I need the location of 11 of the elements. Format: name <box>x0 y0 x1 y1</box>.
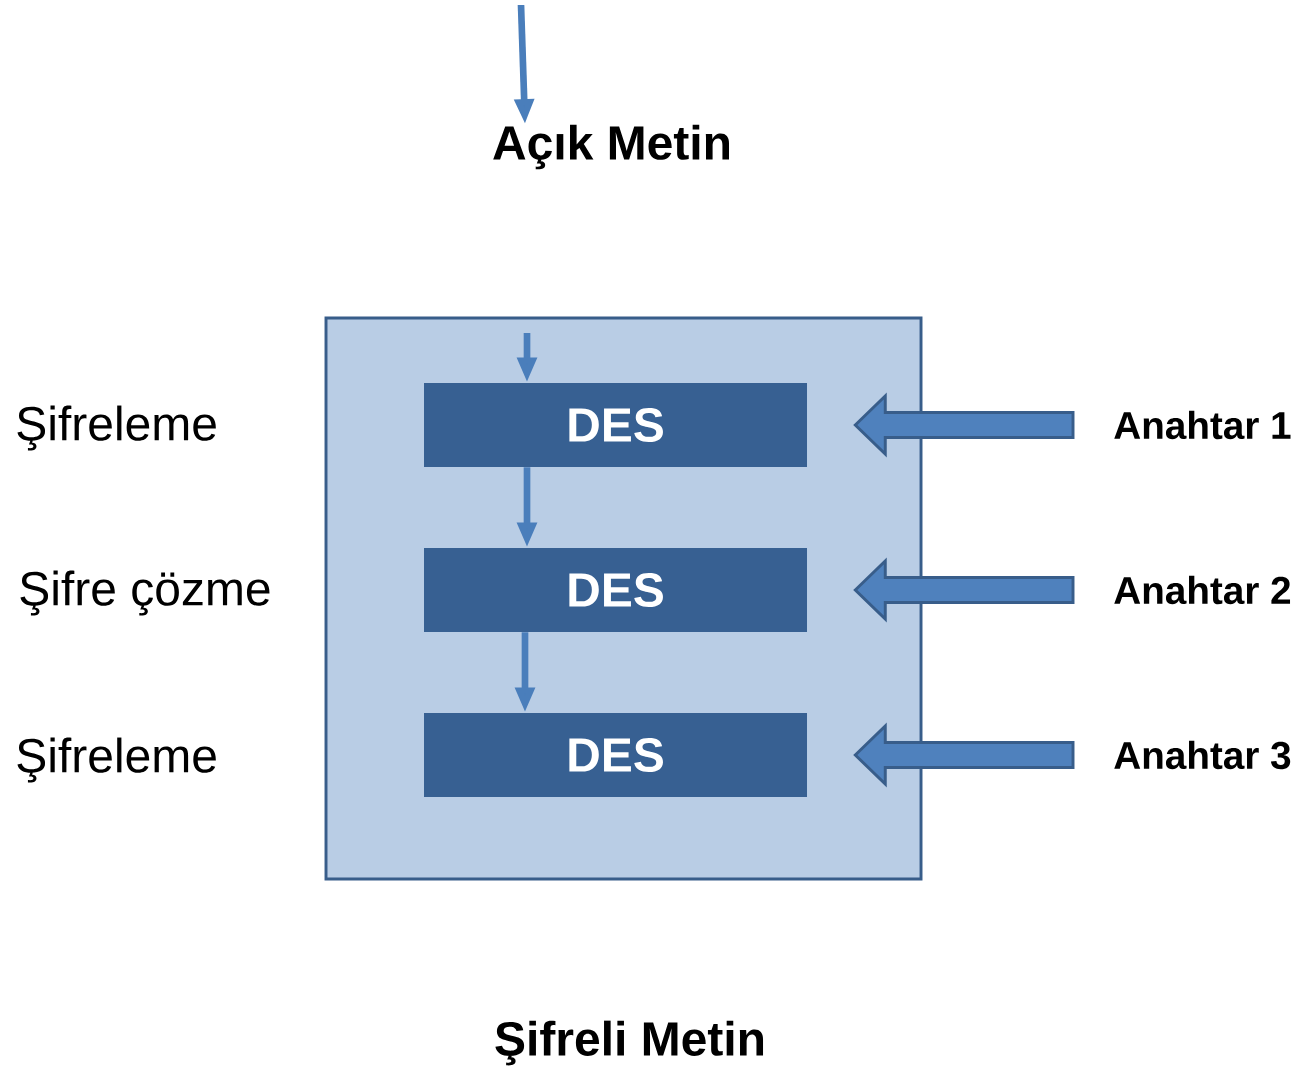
side-label: Şifre çözme <box>20 570 270 616</box>
des-box: DES <box>424 713 807 797</box>
title-text: Şifreli Metin <box>495 1020 763 1066</box>
side-label: Şifreleme <box>17 737 216 783</box>
des-box: DES <box>424 548 807 632</box>
des-box: DES <box>424 383 807 467</box>
title-text: Açık Metin <box>493 124 729 170</box>
side-label: Şifreleme <box>17 405 216 451</box>
key-label: Anahtar 1 <box>1114 410 1291 440</box>
key-label: Anahtar 2 <box>1114 575 1290 605</box>
key-label: Anahtar 3 <box>1114 740 1291 770</box>
